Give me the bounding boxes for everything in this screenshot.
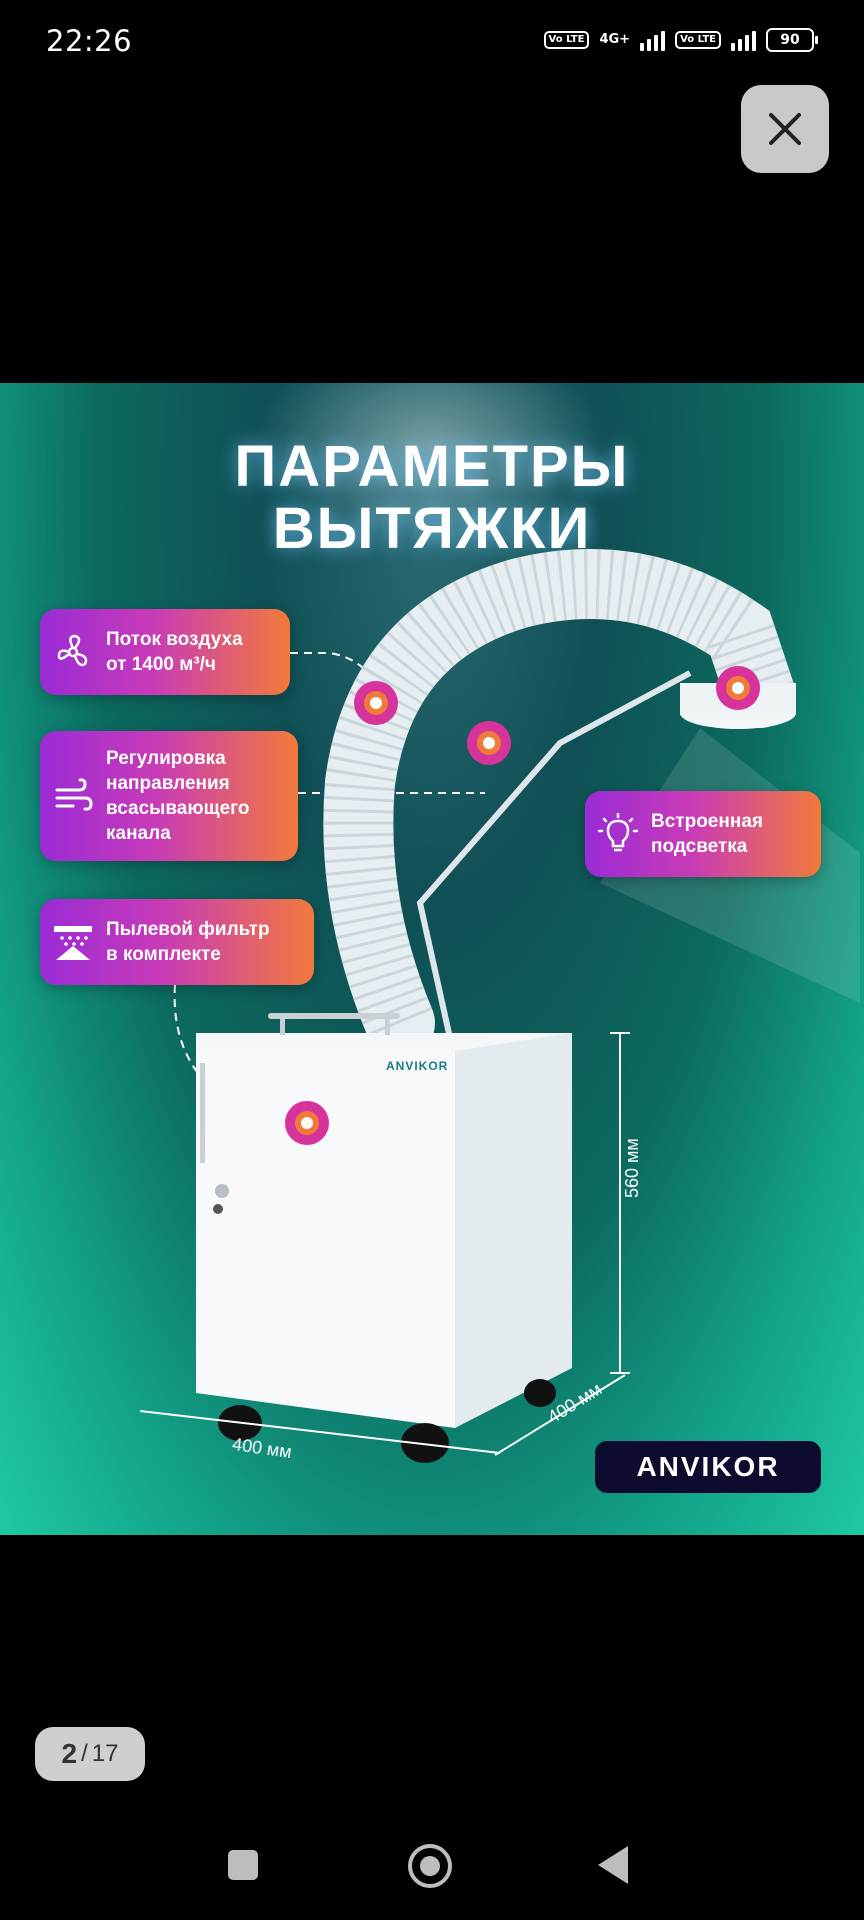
- callout-lighting: Встроенная подсветка: [585, 791, 821, 877]
- volte-icon: Vo LTE: [543, 31, 590, 49]
- battery-icon: 90: [766, 28, 818, 52]
- callout-filter: Пылевой фильтр в комплекте: [40, 899, 314, 985]
- callout-airflow-text: Поток воздуха от 1400 м³/ч: [106, 629, 243, 675]
- cabinet-brand-label: ANVIKOR: [386, 1059, 449, 1073]
- headline-glow: [250, 383, 610, 543]
- callout-direction-text: Регулировка направления всасывающего кан…: [106, 748, 250, 844]
- filter-icon: [40, 922, 106, 962]
- callout-lighting-text: Встроенная подсветка: [651, 811, 763, 857]
- callout-airflow: Поток воздуха от 1400 м³/ч: [40, 609, 290, 695]
- lightbulb-icon: [585, 813, 651, 855]
- home-button[interactable]: [408, 1844, 452, 1888]
- volte-icon-2: Vo LTE: [675, 31, 721, 49]
- close-icon: [769, 113, 801, 145]
- headline-line-2: ВЫТЯЖКИ: [272, 496, 592, 561]
- page-current: 2: [61, 1738, 78, 1769]
- headline-line-1: ПАРАМЕТРЫ: [234, 434, 630, 499]
- recents-button[interactable]: [228, 1850, 258, 1880]
- wind-icon: [40, 776, 106, 816]
- signal-icon: [640, 29, 666, 51]
- back-button[interactable]: [598, 1846, 628, 1884]
- brand-badge: ANVIKOR: [595, 1441, 821, 1493]
- callout-filter-text: Пылевой фильтр в комплекте: [106, 919, 270, 965]
- network-type: 4G+: [599, 32, 631, 47]
- page-total: 17: [91, 1740, 119, 1767]
- status-icons: Vo LTE 4G+ Vo LTE 90: [543, 28, 818, 52]
- signal-icon-2: [731, 29, 756, 51]
- status-time: 22:26: [46, 24, 133, 58]
- close-button[interactable]: [741, 85, 829, 173]
- page-separator: /: [81, 1740, 88, 1767]
- dimension-height: 560 мм: [622, 1138, 642, 1198]
- system-nav-bar: [0, 1840, 864, 1890]
- product-image[interactable]: ПАРАМЕТРЫ ВЫТЯЖКИ: [0, 383, 864, 1535]
- page-indicator: 2 / 17: [35, 1727, 145, 1781]
- fan-icon: [40, 632, 106, 672]
- callout-direction: Регулировка направления всасывающего кан…: [40, 731, 298, 861]
